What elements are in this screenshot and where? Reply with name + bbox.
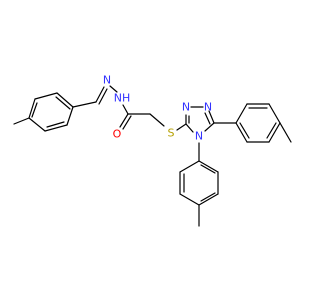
atom-label-sulfur: S bbox=[168, 127, 175, 140]
bond bbox=[56, 92, 74, 108]
bond bbox=[268, 122, 281, 143]
bond bbox=[109, 85, 118, 93]
bond-inner bbox=[200, 164, 216, 174]
bond-inner bbox=[31, 102, 38, 118]
atom-label-n-triazole-1: N bbox=[182, 101, 190, 114]
bond bbox=[198, 160, 219, 173]
bond bbox=[149, 113, 165, 127]
bond bbox=[198, 193, 219, 206]
bond-double bbox=[208, 110, 215, 124]
bond bbox=[268, 103, 281, 124]
atom-label-n-triazole-4: N bbox=[195, 130, 203, 143]
bond-methyl-right bbox=[279, 122, 292, 143]
bond-inner bbox=[46, 121, 65, 128]
bond bbox=[235, 122, 248, 143]
bond bbox=[66, 106, 74, 126]
bond bbox=[179, 193, 200, 206]
bond bbox=[28, 117, 46, 132]
atom-label-nh: NH bbox=[114, 92, 131, 105]
bond bbox=[204, 122, 215, 132]
bond-methyl-left bbox=[13, 117, 30, 125]
bond bbox=[176, 123, 187, 131]
bond-inner bbox=[239, 122, 250, 139]
bond bbox=[72, 101, 97, 108]
bond-double bbox=[119, 113, 129, 128]
bond bbox=[44, 124, 68, 132]
bond-inner bbox=[200, 192, 216, 202]
atom-label-n-triazole-2: N bbox=[204, 101, 212, 114]
bond bbox=[122, 104, 129, 115]
structure-svg: N NH O S N N N bbox=[13, 74, 292, 227]
bond bbox=[235, 103, 248, 124]
atom-labels: N NH O S N N N bbox=[103, 74, 212, 143]
bond-inner bbox=[266, 122, 277, 139]
bond-double bbox=[122, 115, 132, 130]
bond bbox=[179, 160, 200, 173]
bonds bbox=[13, 85, 292, 227]
atom-label-oxygen: O bbox=[113, 128, 122, 141]
bond-double bbox=[204, 112, 211, 125]
bond bbox=[28, 98, 36, 119]
molecule-drawing: N NH O S N N N bbox=[13, 74, 292, 227]
atom-label-n-hydrazone: N bbox=[103, 74, 111, 87]
bond-double bbox=[95, 86, 105, 103]
bond-inner bbox=[55, 96, 71, 110]
bond bbox=[185, 123, 194, 133]
bond-double bbox=[98, 88, 108, 105]
bond bbox=[34, 92, 58, 100]
